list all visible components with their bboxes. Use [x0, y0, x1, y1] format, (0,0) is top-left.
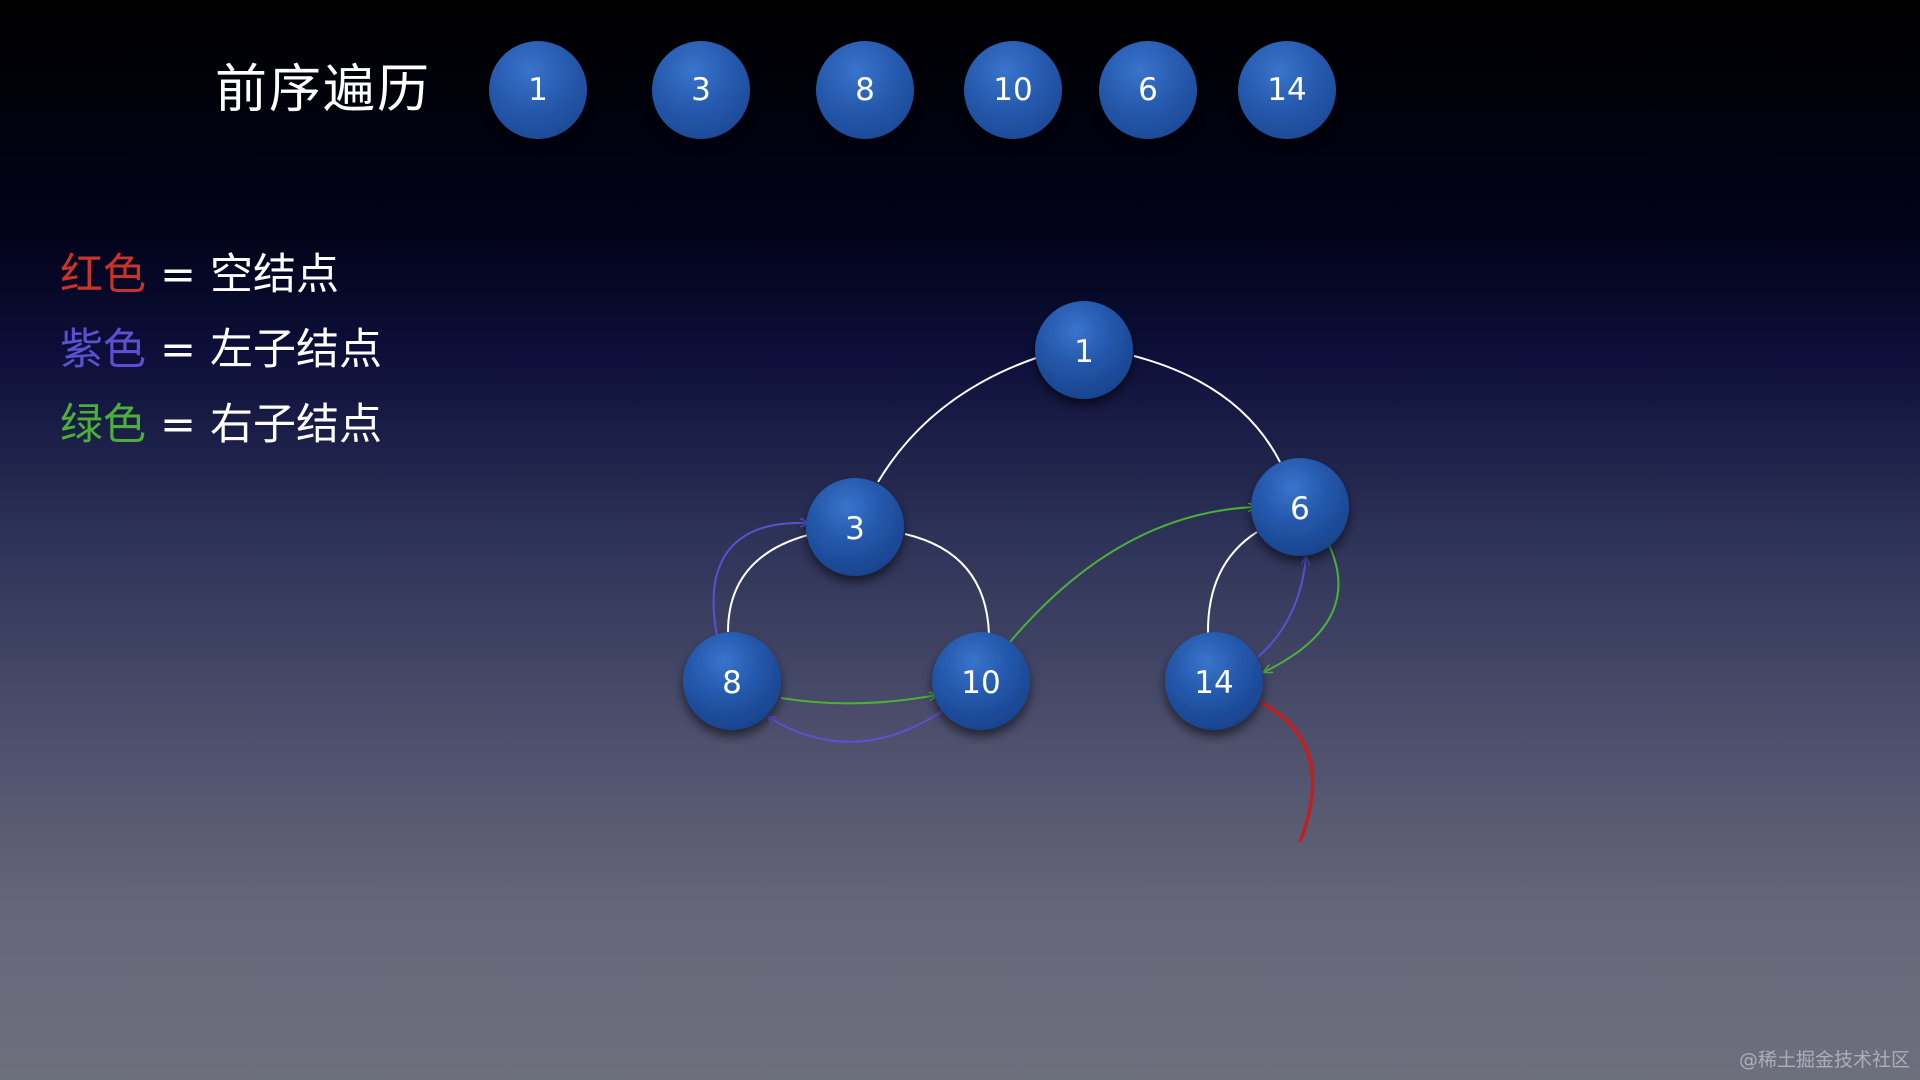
tree-node-label: 1: [1074, 334, 1094, 370]
tree-edge-3-10: [904, 533, 990, 635]
page-title: 前序遍历: [215, 60, 432, 120]
legend-meaning: 右子结点: [210, 400, 383, 450]
tree-edge-1-6: [1133, 355, 1281, 463]
tree-node-3: 3: [806, 478, 904, 576]
green-arrow-10-to-6: [1009, 507, 1256, 643]
legend-color-word: 紫色: [60, 325, 146, 375]
watermark: @稀土掘金技术社区: [1738, 1049, 1910, 1071]
sequence-node-label: 10: [993, 72, 1033, 108]
tree-edge-6-14: [1206, 531, 1258, 635]
tree-node-10: 10: [932, 632, 1030, 730]
tree-node-8: 8: [683, 632, 781, 730]
legend-equals: =: [160, 400, 197, 450]
legend-equals: =: [160, 250, 197, 300]
tree-node-label: 8: [722, 665, 742, 701]
legend-green: 绿色 = 右子结点: [60, 397, 382, 453]
tree-edge-1-3: [877, 357, 1037, 483]
tree-node-label: 10: [961, 665, 1000, 701]
sequence-node: 6: [1099, 41, 1197, 139]
tree-edge-3-8: [727, 534, 809, 633]
tree-node-14: 14: [1165, 632, 1263, 730]
tree-node-label: 3: [845, 511, 865, 547]
sequence-node-label: 8: [855, 72, 875, 108]
red-null-line-14: [1261, 701, 1315, 843]
sequence-node: 1: [489, 41, 587, 139]
sequence-node: 3: [652, 41, 750, 139]
legend-meaning: 空结点: [210, 250, 340, 300]
legend-color-word: 红色: [60, 250, 146, 300]
sequence-node-label: 1: [528, 72, 548, 108]
legend-equals: =: [160, 325, 197, 375]
tree-node-6: 6: [1251, 458, 1349, 556]
purple-arrow-10-to-8: [768, 709, 945, 743]
legend-purple: 紫色 = 左子结点: [60, 322, 382, 378]
sequence-node: 14: [1238, 41, 1336, 139]
green-arrow-6-to-14: [1264, 544, 1340, 672]
green-arrow-8-to-10: [780, 695, 937, 705]
sequence-node-label: 3: [691, 72, 711, 108]
tree-node-1: 1: [1035, 301, 1133, 399]
legend-red: 红色 = 空结点: [60, 247, 339, 303]
purple-arrow-8-to-3: [712, 523, 808, 637]
sequence-node-label: 6: [1138, 72, 1158, 108]
legend-meaning: 左子结点: [210, 325, 383, 375]
purple-arrow-14-to-6: [1257, 557, 1306, 658]
sequence-node: 8: [816, 41, 914, 139]
sequence-node-label: 14: [1267, 72, 1307, 108]
sequence-node: 10: [964, 41, 1062, 139]
legend-color-word: 绿色: [60, 400, 146, 450]
tree-node-label: 6: [1290, 491, 1310, 527]
tree-node-label: 14: [1194, 665, 1233, 701]
